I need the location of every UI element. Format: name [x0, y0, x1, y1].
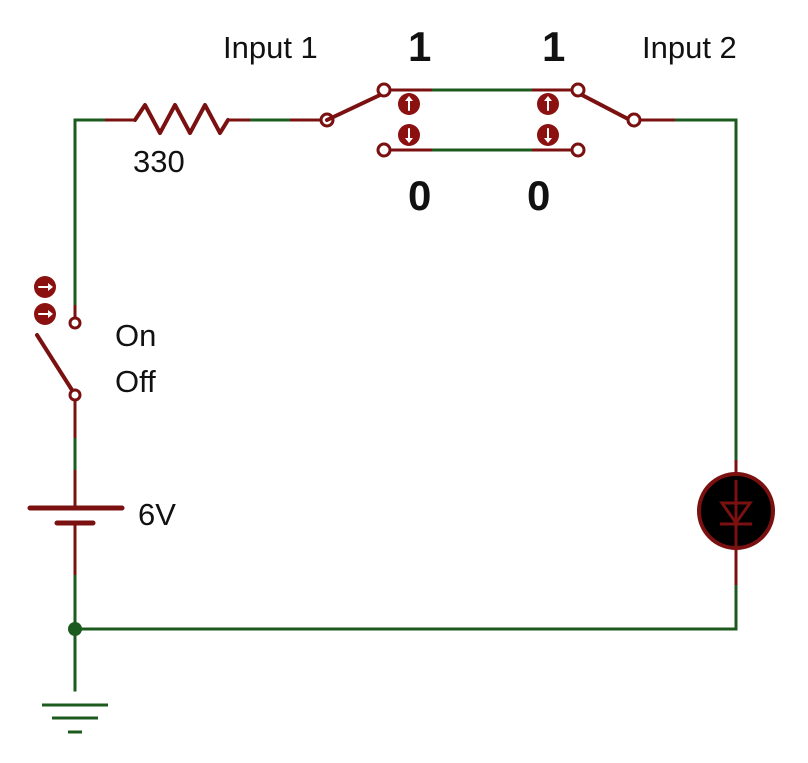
wire-left-top [73, 118, 107, 307]
input1-down-button[interactable] [398, 124, 420, 146]
power-switch-down-button[interactable] [34, 303, 56, 325]
resistor-330 [105, 103, 250, 135]
wire-bottom [73, 583, 738, 631]
input2-label: Input 2 [642, 30, 737, 65]
switch-on-label: On [115, 318, 156, 353]
input1-label: Input 1 [223, 30, 318, 65]
led [697, 460, 775, 585]
input2-down-button[interactable] [537, 124, 559, 146]
input1-high-label: 1 [408, 23, 431, 70]
ground-symbol [42, 703, 108, 734]
wires [68, 88, 738, 692]
battery [27, 470, 125, 575]
wire-right [673, 118, 738, 462]
input2-low-label: 0 [527, 172, 550, 219]
power-switch-up-button[interactable] [34, 276, 56, 298]
power-switch[interactable] [34, 276, 82, 438]
input1-low-label: 0 [408, 172, 431, 219]
input1-switch[interactable] [290, 82, 432, 158]
input2-switch[interactable] [532, 82, 675, 158]
input2-up-button[interactable] [537, 93, 559, 115]
input2-high-label: 1 [542, 23, 565, 70]
junction-dot [68, 622, 82, 636]
resistor-label: 330 [133, 144, 185, 179]
switch-off-label: Off [115, 364, 156, 399]
battery-label: 6V [138, 497, 176, 532]
input1-up-button[interactable] [398, 93, 420, 115]
